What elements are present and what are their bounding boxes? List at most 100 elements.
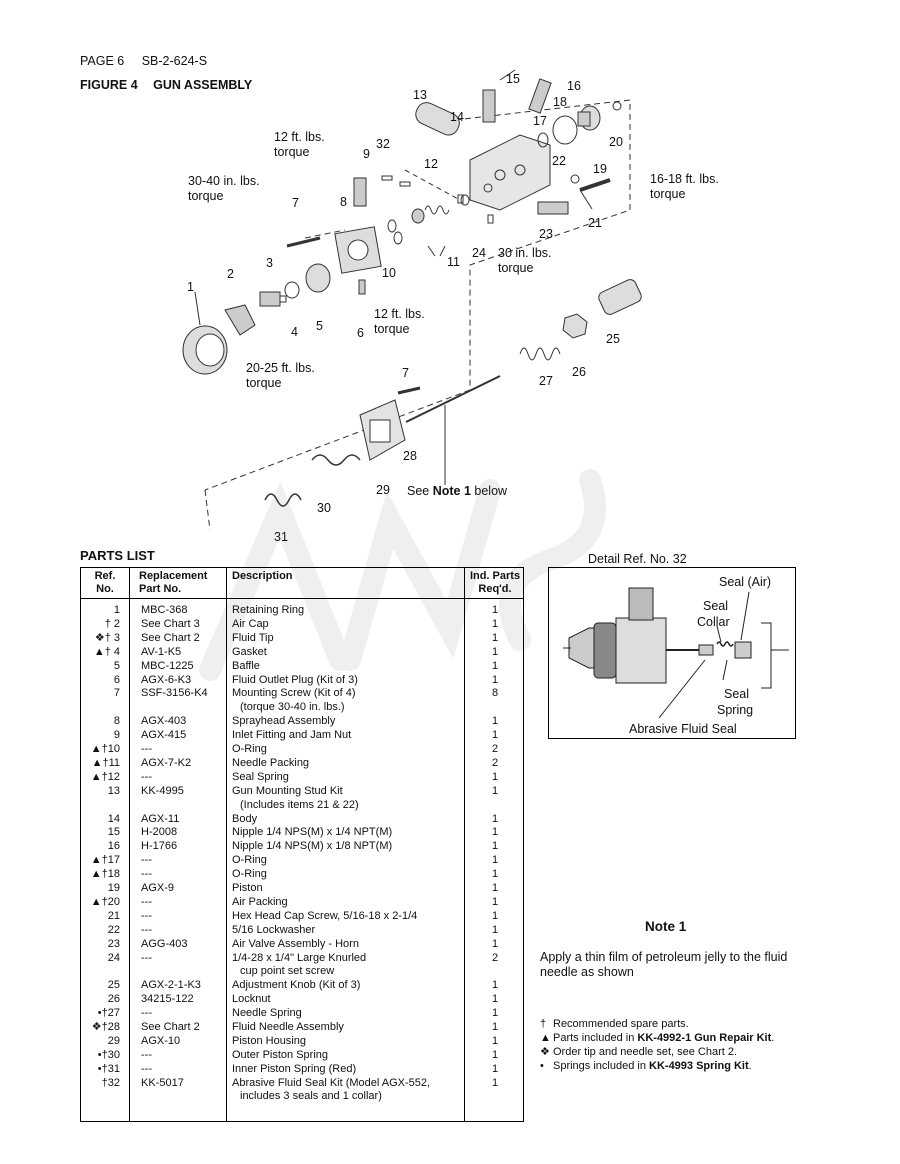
cell-description: Gun Mounting Stud Kit bbox=[232, 784, 343, 797]
cell-ref: ▲† 4 bbox=[93, 645, 120, 658]
torque-note-30in: 30 in. lbs.torque bbox=[498, 246, 552, 275]
cell-description: Piston bbox=[232, 882, 263, 894]
cell-ref: ❖† 3 bbox=[94, 631, 120, 644]
cell-part-number: --- bbox=[141, 951, 152, 964]
callout-6: 6 bbox=[357, 326, 364, 340]
cell-part-number: KK-5017 bbox=[141, 1076, 184, 1089]
callout-32: 32 bbox=[376, 137, 390, 151]
cell-quantity: 1 bbox=[491, 854, 499, 867]
legend-post: . bbox=[771, 1032, 775, 1044]
cell-quantity: 1 bbox=[491, 659, 499, 672]
detail-box: Seal (Air) Seal Collar Seal Spring Abras… bbox=[548, 567, 796, 739]
cell-part-number: AGX-11 bbox=[141, 812, 180, 825]
callout-11: 11 bbox=[447, 255, 460, 269]
doc-number: SB-2-624-S bbox=[141, 54, 208, 68]
cell-ref: ❖†28 bbox=[91, 1021, 120, 1033]
cell-description: Body bbox=[232, 812, 258, 825]
cell-quantity: 1 bbox=[491, 1021, 499, 1033]
callout-3: 3 bbox=[266, 256, 273, 270]
cell-ref: 6 bbox=[113, 673, 120, 686]
callout-8: 8 bbox=[340, 195, 347, 209]
legend-post: . bbox=[748, 1060, 752, 1072]
callout-31: 31 bbox=[274, 530, 288, 544]
callout-22: 22 bbox=[552, 154, 566, 168]
cell-part-number: AGX-403 bbox=[141, 715, 187, 728]
cell-quantity: 1 bbox=[491, 631, 499, 644]
cell-part-number: AGX-415 bbox=[141, 729, 187, 742]
cell-quantity: 1 bbox=[491, 604, 499, 616]
cell-description: Outer Piston Spring bbox=[232, 1048, 328, 1061]
cell-quantity: 1 bbox=[491, 729, 499, 742]
cell-part-number: --- bbox=[141, 854, 152, 867]
cell-ref: † 2 bbox=[104, 617, 120, 630]
cell-description: O-Ring bbox=[232, 868, 267, 881]
callout-30: 30 bbox=[317, 501, 331, 515]
figure-name: GUN ASSEMBLY bbox=[153, 78, 253, 92]
cell-description: Inlet Fitting and Jam Nut bbox=[232, 729, 352, 742]
callout-5: 5 bbox=[316, 319, 323, 333]
cell-description: Mounting Screw (Kit of 4) bbox=[232, 687, 356, 700]
cell-description-cont: includes 3 seals and 1 collar) bbox=[240, 1090, 382, 1103]
cell-ref: 26 bbox=[107, 993, 120, 1006]
torque-note-16-18ft: 16-18 ft. lbs.torque bbox=[650, 172, 719, 201]
callout-27: 27 bbox=[539, 374, 553, 388]
cell-quantity: 1 bbox=[491, 868, 499, 881]
cell-quantity: 2 bbox=[491, 756, 499, 769]
cell-quantity: 2 bbox=[491, 951, 499, 964]
cell-description: Retaining Ring bbox=[232, 604, 305, 616]
cell-ref: •†31 bbox=[97, 1062, 120, 1075]
cell-description: Air Valve Assembly - Horn bbox=[232, 937, 359, 950]
detail-label-seal-spring-1: Seal bbox=[724, 687, 749, 701]
torque-note-20-25ft: 20-25 ft. lbs.torque bbox=[246, 361, 315, 390]
cell-ref: 1 bbox=[113, 604, 120, 616]
callout-2: 2 bbox=[227, 267, 234, 281]
col-header-desc: Description bbox=[232, 570, 293, 582]
cell-ref: ▲†17 bbox=[90, 854, 120, 867]
cell-description: Fluid Tip bbox=[232, 631, 274, 644]
cell-ref: 21 bbox=[107, 909, 120, 922]
note-title: Note 1 bbox=[645, 919, 687, 934]
cell-description: Inner Piston Spring (Red) bbox=[232, 1062, 357, 1075]
callout-7a: 7 bbox=[292, 196, 299, 210]
cell-description: Nipple 1/4 NPS(M) x 1/8 NPT(M) bbox=[232, 840, 393, 853]
cell-quantity: 1 bbox=[491, 882, 499, 894]
cell-description: Adjustment Knob (Kit of 3) bbox=[232, 979, 361, 992]
callout-28: 28 bbox=[403, 449, 417, 463]
cell-part-number: --- bbox=[141, 909, 152, 922]
callout-18: 18 bbox=[553, 95, 567, 109]
legend-item: •Springs included in KK-4993 Spring Kit. bbox=[540, 1059, 774, 1073]
cell-description: O-Ring bbox=[232, 854, 267, 867]
page-number: PAGE 6 bbox=[80, 54, 125, 68]
cell-ref: 9 bbox=[113, 729, 120, 742]
cell-quantity: 1 bbox=[491, 826, 499, 839]
callout-1: 1 bbox=[187, 280, 194, 294]
callout-25: 25 bbox=[606, 332, 620, 346]
cell-description: 5/16 Lockwasher bbox=[232, 923, 316, 936]
torque-note-12ft: 12 ft. lbs.torque bbox=[274, 130, 325, 159]
callout-29: 29 bbox=[376, 483, 390, 497]
legend-sym: ❖ bbox=[540, 1046, 550, 1058]
cell-part-number: AGX-2-1-K3 bbox=[141, 979, 201, 992]
cell-part-number: --- bbox=[141, 1007, 152, 1020]
cell-part-number: KK-4995 bbox=[141, 784, 184, 797]
cell-part-number: --- bbox=[141, 743, 152, 755]
cell-ref: •†30 bbox=[97, 1048, 120, 1061]
cell-ref: 13 bbox=[107, 784, 120, 797]
parts-list-title: PARTS LIST bbox=[80, 548, 155, 563]
cell-quantity: 2 bbox=[491, 743, 499, 755]
cell-ref: 8 bbox=[113, 715, 120, 728]
callout-23: 23 bbox=[539, 227, 553, 241]
cell-quantity: 1 bbox=[491, 923, 499, 936]
torque-note-30-40in: 30-40 in. lbs.torque bbox=[188, 174, 260, 203]
cell-quantity: 1 bbox=[491, 812, 499, 825]
cell-ref: 15 bbox=[107, 826, 120, 839]
legend-item: ▲Parts included in KK-4992-1 Gun Repair … bbox=[540, 1031, 774, 1045]
cell-part-number: MBC-1225 bbox=[141, 659, 194, 672]
cell-quantity: 1 bbox=[491, 993, 499, 1006]
detail-label-seal-spring-2: Spring bbox=[717, 703, 753, 717]
cell-ref: ▲†20 bbox=[90, 895, 120, 908]
cell-ref: ▲†10 bbox=[90, 743, 120, 755]
detail-label-abrasive: Abrasive Fluid Seal bbox=[629, 722, 737, 736]
cell-ref: 23 bbox=[107, 937, 120, 950]
see-note-label: See Note 1 below bbox=[407, 484, 508, 498]
